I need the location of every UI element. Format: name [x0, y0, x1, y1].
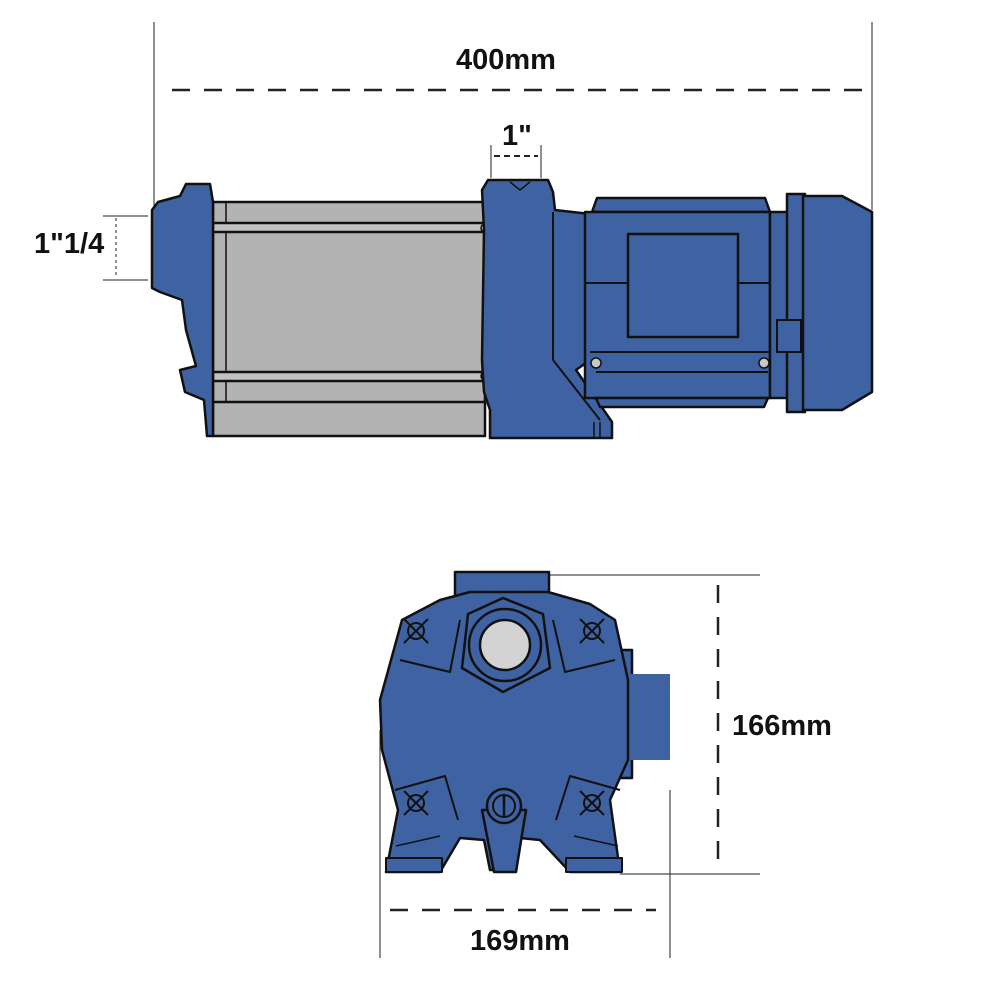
width-label: 169mm — [470, 925, 570, 957]
height-dimension — [550, 574, 760, 875]
fan-cover — [801, 194, 874, 412]
outlet-port-bore — [478, 618, 532, 672]
overall-length-label: 400mm — [456, 44, 556, 76]
cable-gland — [776, 319, 802, 353]
foot-right — [565, 857, 623, 873]
suction-head — [150, 182, 215, 438]
pump-side-view — [150, 178, 874, 440]
length-dimension — [153, 22, 873, 210]
foot-left — [385, 857, 443, 873]
inlet-dimension — [103, 215, 148, 281]
pump-front-view — [378, 570, 670, 874]
tie-rod-bottom — [211, 370, 487, 383]
outlet-size-label: 1" — [502, 120, 532, 152]
motor-body-bottom-fins — [594, 396, 770, 409]
tie-rod-top — [211, 221, 487, 234]
volute-casing — [378, 590, 630, 874]
terminal-box — [626, 232, 740, 339]
inlet-size-label: 1"1/4 — [34, 228, 105, 260]
bolt-icons — [403, 618, 605, 816]
height-label: 166mm — [732, 710, 832, 742]
motor-body-top-fins — [590, 196, 772, 214]
width-dimension — [379, 730, 671, 958]
outlet-dimension — [490, 145, 542, 178]
